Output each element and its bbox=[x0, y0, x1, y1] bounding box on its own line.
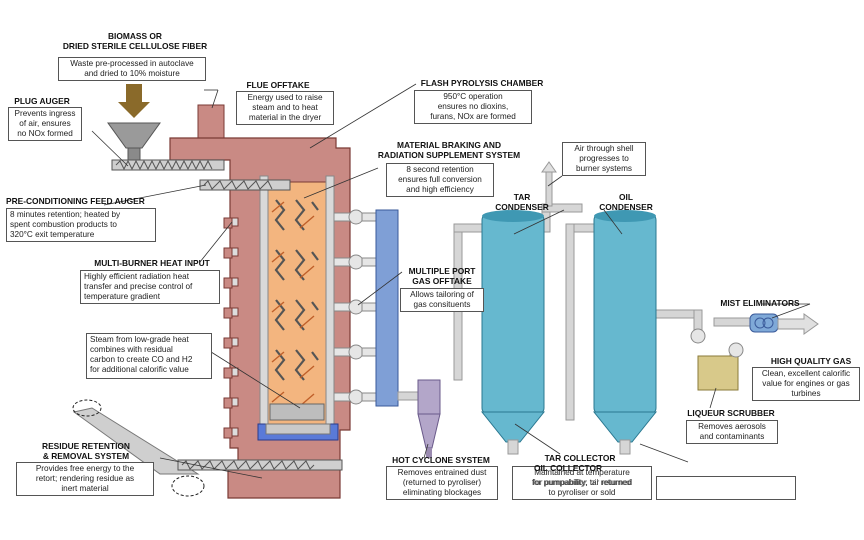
tar-condenser-title: TAR CONDENSER bbox=[495, 192, 549, 212]
feed-arrow-icon bbox=[118, 84, 150, 118]
plug-auger-title: PLUG AUGER bbox=[14, 96, 70, 106]
braking-description: 8 second retention ensures full conversi… bbox=[386, 163, 494, 197]
hot-cyclone-description: Removes entrained dust (returned to pyro… bbox=[386, 466, 498, 500]
hot-cyclone-title: HOT CYCLONE SYSTEM bbox=[392, 455, 490, 465]
residue-conveyor bbox=[72, 399, 343, 497]
flue-offtake-title: FLUE OFFTAKE bbox=[246, 80, 310, 90]
burner-array bbox=[223, 217, 239, 439]
preconditioning-auger bbox=[111, 159, 291, 191]
multiburner-title: MULTI-BURNER HEAT INPUT bbox=[94, 258, 210, 268]
flue-offtake-description: Energy used to raise steam and to heat m… bbox=[236, 91, 334, 125]
multiport-title: MULTIPLE PORT GAS OFFTAKE bbox=[408, 266, 476, 286]
air-shell-description: Air through shell progresses to burner s… bbox=[562, 142, 646, 176]
preconditioning-title: PRE-CONDITIONING FEED AUGER bbox=[6, 196, 145, 206]
oil-condenser-title: OIL CONDENSER bbox=[599, 192, 653, 212]
flash-pyrolysis-description: 950°C operation ensures no dioxins, fura… bbox=[414, 90, 532, 124]
residue-title: RESIDUE RETENTION & REMOVAL SYSTEM bbox=[42, 441, 130, 461]
multiburner-description: Highly efficient radiation heat transfer… bbox=[80, 270, 220, 304]
plug-auger-description: Prevents ingress of air, ensures no NOx … bbox=[8, 107, 82, 141]
feed-hopper bbox=[107, 122, 161, 149]
tar-condenser bbox=[480, 210, 546, 455]
biomass-description: Waste pre-processed in autoclave and dri… bbox=[58, 57, 206, 81]
gas-offtake-ports bbox=[333, 209, 377, 405]
steam-description: Steam from low-grade heat combines with … bbox=[86, 333, 212, 379]
residue-description: Provides free energy to the retort; rend… bbox=[16, 462, 154, 496]
multiport-description: Allows tailoring of gas consituents bbox=[400, 288, 484, 312]
air-up-arrow-icon bbox=[541, 161, 557, 173]
preconditioning-description: 8 minutes retention; heated by spent com… bbox=[6, 208, 156, 242]
gas-header-manifold bbox=[375, 209, 399, 407]
liqueur-scrubber-description: Removes aerosols and contaminants bbox=[686, 420, 778, 444]
tar-collector-title: TAR COLLECTOR bbox=[544, 453, 616, 463]
leader-lines bbox=[91, 83, 811, 479]
flash-pyrolysis-title: FLASH PYROLYSIS CHAMBER bbox=[420, 78, 544, 88]
collector-description-b: Maintained at temperature for pumpabilit… bbox=[512, 466, 652, 500]
oil-collector-title: OIL COLLECTOR bbox=[533, 463, 603, 473]
liqueur-scrubber bbox=[690, 328, 744, 391]
gas-out-arrow-icon bbox=[777, 313, 819, 335]
mist-eliminators-title: MIST ELIMINATORS bbox=[720, 298, 800, 308]
mist-eliminators bbox=[749, 313, 779, 333]
braking-title: MATERIAL BRAKING AND RADIATION SUPPLEMEN… bbox=[377, 140, 521, 160]
high-quality-gas-description: Clean, excellent calorific value for eng… bbox=[752, 367, 860, 401]
collector-empty-box bbox=[656, 476, 796, 500]
oil-condenser bbox=[592, 210, 658, 455]
collector-description-a: Maintained at temperature for pumpabilit… bbox=[512, 466, 652, 500]
hot-cyclone bbox=[417, 379, 441, 458]
biomass-title: BIOMASS OR DRIED STERILE CELLULOSE FIBER bbox=[62, 31, 208, 51]
liqueur-scrubber-title: LIQUEUR SCRUBBER bbox=[687, 408, 775, 418]
high-quality-gas-title: HIGH QUALITY GAS bbox=[770, 356, 852, 366]
